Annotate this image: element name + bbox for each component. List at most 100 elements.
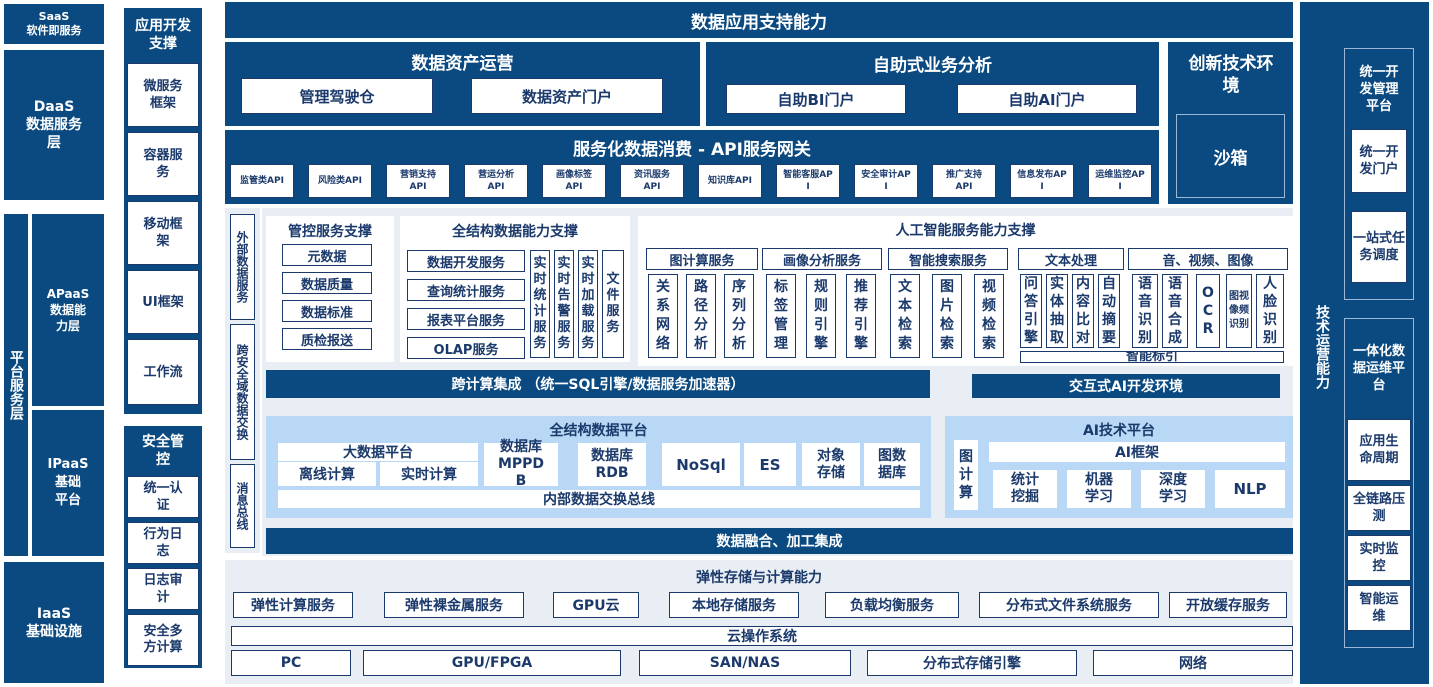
platform-layer: 平台服务层: [4, 214, 28, 556]
full-struct-platform-title: 全结构数据平台: [549, 423, 648, 439]
ai-group-title: 画像分析服务: [762, 248, 882, 270]
self-analysis-item: 自助BI门户: [726, 84, 906, 114]
innovation-panel: 创新技术环境 沙箱: [1168, 42, 1293, 204]
platform-item: 数据库RDB: [578, 443, 646, 486]
ai-item: 文本检索: [890, 274, 920, 358]
ops-panel: 一体化数据运维平台 应用生命周期 全链路压测 实时监控 智能运维: [1344, 318, 1414, 648]
cross-compute-bar: 跨计算集成 （统一SQL引擎/数据服务加速器）: [266, 370, 930, 398]
ai-item: 语音识别: [1132, 274, 1158, 348]
bigdata-title: 大数据平台: [278, 443, 478, 461]
full-struct-vertical: 文件服务: [602, 250, 624, 358]
ai-item: 视频检索: [974, 274, 1004, 358]
top-title: 数据应用支持能力: [225, 2, 1293, 38]
hw-item: SAN/NAS: [639, 650, 851, 676]
ai-cap-panel: 人工智能服务能力支撑 图计算服务 关系网络 路径分析 序列分析 画像分析服务 标…: [638, 216, 1293, 366]
platform-item: 图数据库: [864, 443, 920, 486]
security-title: 安全管控: [142, 434, 184, 468]
security-item: 统一认证: [127, 476, 199, 518]
api-gateway-title: 服务化数据消费 - API服务网关: [573, 139, 811, 160]
ai-item: 内容比对: [1072, 274, 1094, 348]
api-item: 智能客服API: [776, 164, 840, 198]
self-analysis-title: 自助式业务分析: [873, 55, 992, 76]
message-bus: 消息总线: [230, 464, 255, 548]
app-dev-item: UI框架: [127, 270, 199, 334]
saas-layer: SaaS 软件即服务: [4, 4, 104, 44]
full-struct-cap-title: 全结构数据能力支撑: [452, 224, 578, 240]
api-item: 信息发布API: [1010, 164, 1074, 198]
ai-item: 图片检索: [932, 274, 962, 358]
api-item: 画像标签API: [542, 164, 606, 198]
ai-item: 路径分析: [686, 274, 716, 358]
bigdata-item: 离线计算: [278, 462, 376, 486]
hw-item: 网络: [1093, 650, 1293, 676]
api-item: 营运分析API: [464, 164, 528, 198]
data-asset-ops-item: 数据资产门户: [471, 78, 663, 114]
full-struct-vertical: 实时加载服务: [578, 250, 598, 358]
api-item: 资讯服务API: [620, 164, 684, 198]
full-struct-vertical: 实时统计服务: [530, 250, 550, 358]
security-item: 日志审计: [127, 568, 199, 610]
elastic-title: 弹性存储与计算能力: [696, 570, 822, 586]
ai-item: 人脸识别: [1256, 274, 1284, 348]
ai-framework: AI框架: [989, 442, 1285, 462]
ai-platform-item: NLP: [1215, 470, 1285, 508]
ai-item: 规则引擎: [806, 274, 836, 358]
app-dev-item: 容器服务: [127, 132, 199, 196]
control-item: 数据标准: [282, 300, 372, 322]
platform-item: 数据库MPPDB: [484, 439, 558, 489]
full-struct-item: 数据开发服务: [407, 250, 525, 272]
cloud-os: 云操作系统: [231, 626, 1293, 646]
ai-cap-title: 人工智能服务能力支撑: [895, 223, 1036, 239]
side-label-column: 外部数据服务 跨安全域数据交换 消息总线: [225, 208, 260, 553]
data-asset-ops-item: 管理驾驶仓: [241, 78, 433, 114]
ai-platform-panel: AI技术平台 图计算 AI框架 统计挖掘 机器学习 深度学习 NLP: [945, 416, 1293, 518]
ai-group-title: 图计算服务: [646, 248, 758, 270]
platform-item: NoSql: [662, 443, 740, 486]
ops-item: 智能运维: [1347, 585, 1411, 631]
ops-item: 全链路压测: [1347, 485, 1411, 531]
control-item: 质检报送: [282, 328, 372, 350]
full-struct-item: 报表平台服务: [407, 308, 525, 330]
self-analysis-item: 自助AI门户: [957, 84, 1137, 114]
tech-ops-title: 技术运营能力: [1314, 305, 1330, 389]
elastic-item: 开放缓存服务: [1169, 592, 1287, 618]
ai-group-title: 音、视频、图像: [1128, 248, 1288, 270]
ai-group-title: 文本处理: [1018, 248, 1124, 270]
data-fusion-bar: 数据融合、加工集成: [266, 528, 1293, 554]
api-item: 推广支持API: [932, 164, 996, 198]
ai-group-title: 智能搜索服务: [888, 248, 1008, 270]
security-item: 行为日志: [127, 522, 199, 564]
innovation-title: 创新技术环境: [1188, 54, 1274, 96]
ai-item: 关系网络: [648, 274, 678, 358]
elastic-item: 弹性裸金属服务: [384, 592, 524, 618]
ai-item: 语音合成: [1162, 274, 1188, 348]
elastic-item: 本地存储服务: [669, 592, 799, 618]
data-asset-ops-title: 数据资产运营: [411, 53, 514, 74]
control-support-panel: 管控服务支撑 元数据 数据质量 数据标准 质检报送: [266, 216, 394, 362]
ipaas-layer: IPaaS 基础 平台: [32, 410, 104, 556]
ai-item: 推荐引擎: [846, 274, 876, 358]
control-item: 元数据: [282, 244, 372, 266]
control-support-title: 管控服务支撑: [288, 224, 372, 240]
ai-platform-item: 机器学习: [1067, 470, 1131, 508]
full-struct-vertical: 实时告警服务: [554, 250, 574, 358]
ai-item: 序列分析: [724, 274, 754, 358]
app-dev-item: 移动框架: [127, 201, 199, 265]
ai-item: 问答引擎: [1020, 274, 1042, 348]
iaas-layer: IaaS 基础设施: [4, 562, 104, 683]
external-data-service: 外部数据服务: [230, 214, 255, 320]
ops-title: 一体化数据运维平台: [1352, 343, 1405, 393]
ai-platform-item: 深度学习: [1141, 470, 1205, 508]
ai-platform-title: AI技术平台: [1082, 423, 1156, 439]
platform-item: ES: [744, 443, 796, 486]
full-struct-item: 查询统计服务: [407, 279, 525, 301]
ai-item: 实体抽取: [1046, 274, 1068, 348]
elastic-item: 分布式文件系统服务: [979, 592, 1159, 618]
ops-item: 应用生命周期: [1347, 419, 1411, 481]
apaas-layer: APaaS 数据能 力层: [32, 214, 104, 406]
api-item: 知识库API: [698, 164, 762, 198]
api-item: 营销支持API: [386, 164, 450, 198]
platform-item: 对象存储: [802, 443, 860, 486]
dev-mgmt-panel: 统一开发管理平台 统一开发门户 一站式任务调度: [1344, 48, 1414, 300]
elastic-item: GPU云: [553, 592, 639, 618]
